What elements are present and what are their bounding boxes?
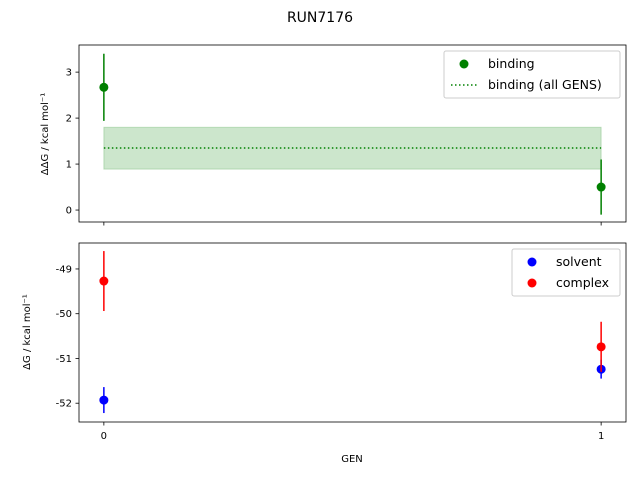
y-tick-label: 0 <box>66 206 72 217</box>
legend-label: complex <box>556 275 609 290</box>
data-point <box>99 82 109 92</box>
y-tick-label: 2 <box>66 114 72 125</box>
y-tick-label: -52 <box>56 399 72 410</box>
x-tick-label: 1 <box>598 431 604 442</box>
legend-box <box>511 248 621 297</box>
x-axis-label: GEN <box>341 454 363 465</box>
y-tick-label: 1 <box>66 160 72 171</box>
bottom-y-axis-label: ΔG / kcal mol⁻¹ <box>22 294 33 370</box>
y-tick-label: -51 <box>56 354 72 365</box>
legend-label: solvent <box>556 254 602 269</box>
data-point <box>596 342 606 352</box>
legend-box <box>443 50 621 99</box>
axes-frame <box>78 242 627 423</box>
legend-marker <box>527 278 537 288</box>
legend-label: binding <box>488 56 535 71</box>
data-point <box>596 182 606 192</box>
legend-marker <box>527 257 537 267</box>
data-point <box>99 276 109 286</box>
top-y-axis-label: ΔΔG / kcal mol⁻¹ <box>40 93 51 175</box>
chart-title: RUN7176 <box>287 10 353 26</box>
legend-marker <box>459 59 469 69</box>
y-tick-label: -50 <box>56 309 72 320</box>
x-tick-label: 0 <box>101 431 107 442</box>
axes-frame <box>78 44 627 223</box>
legend-label: binding (all GENS) <box>488 77 602 92</box>
y-tick-label: -49 <box>56 264 72 275</box>
y-tick-label: 3 <box>66 68 72 79</box>
data-point <box>99 395 109 405</box>
